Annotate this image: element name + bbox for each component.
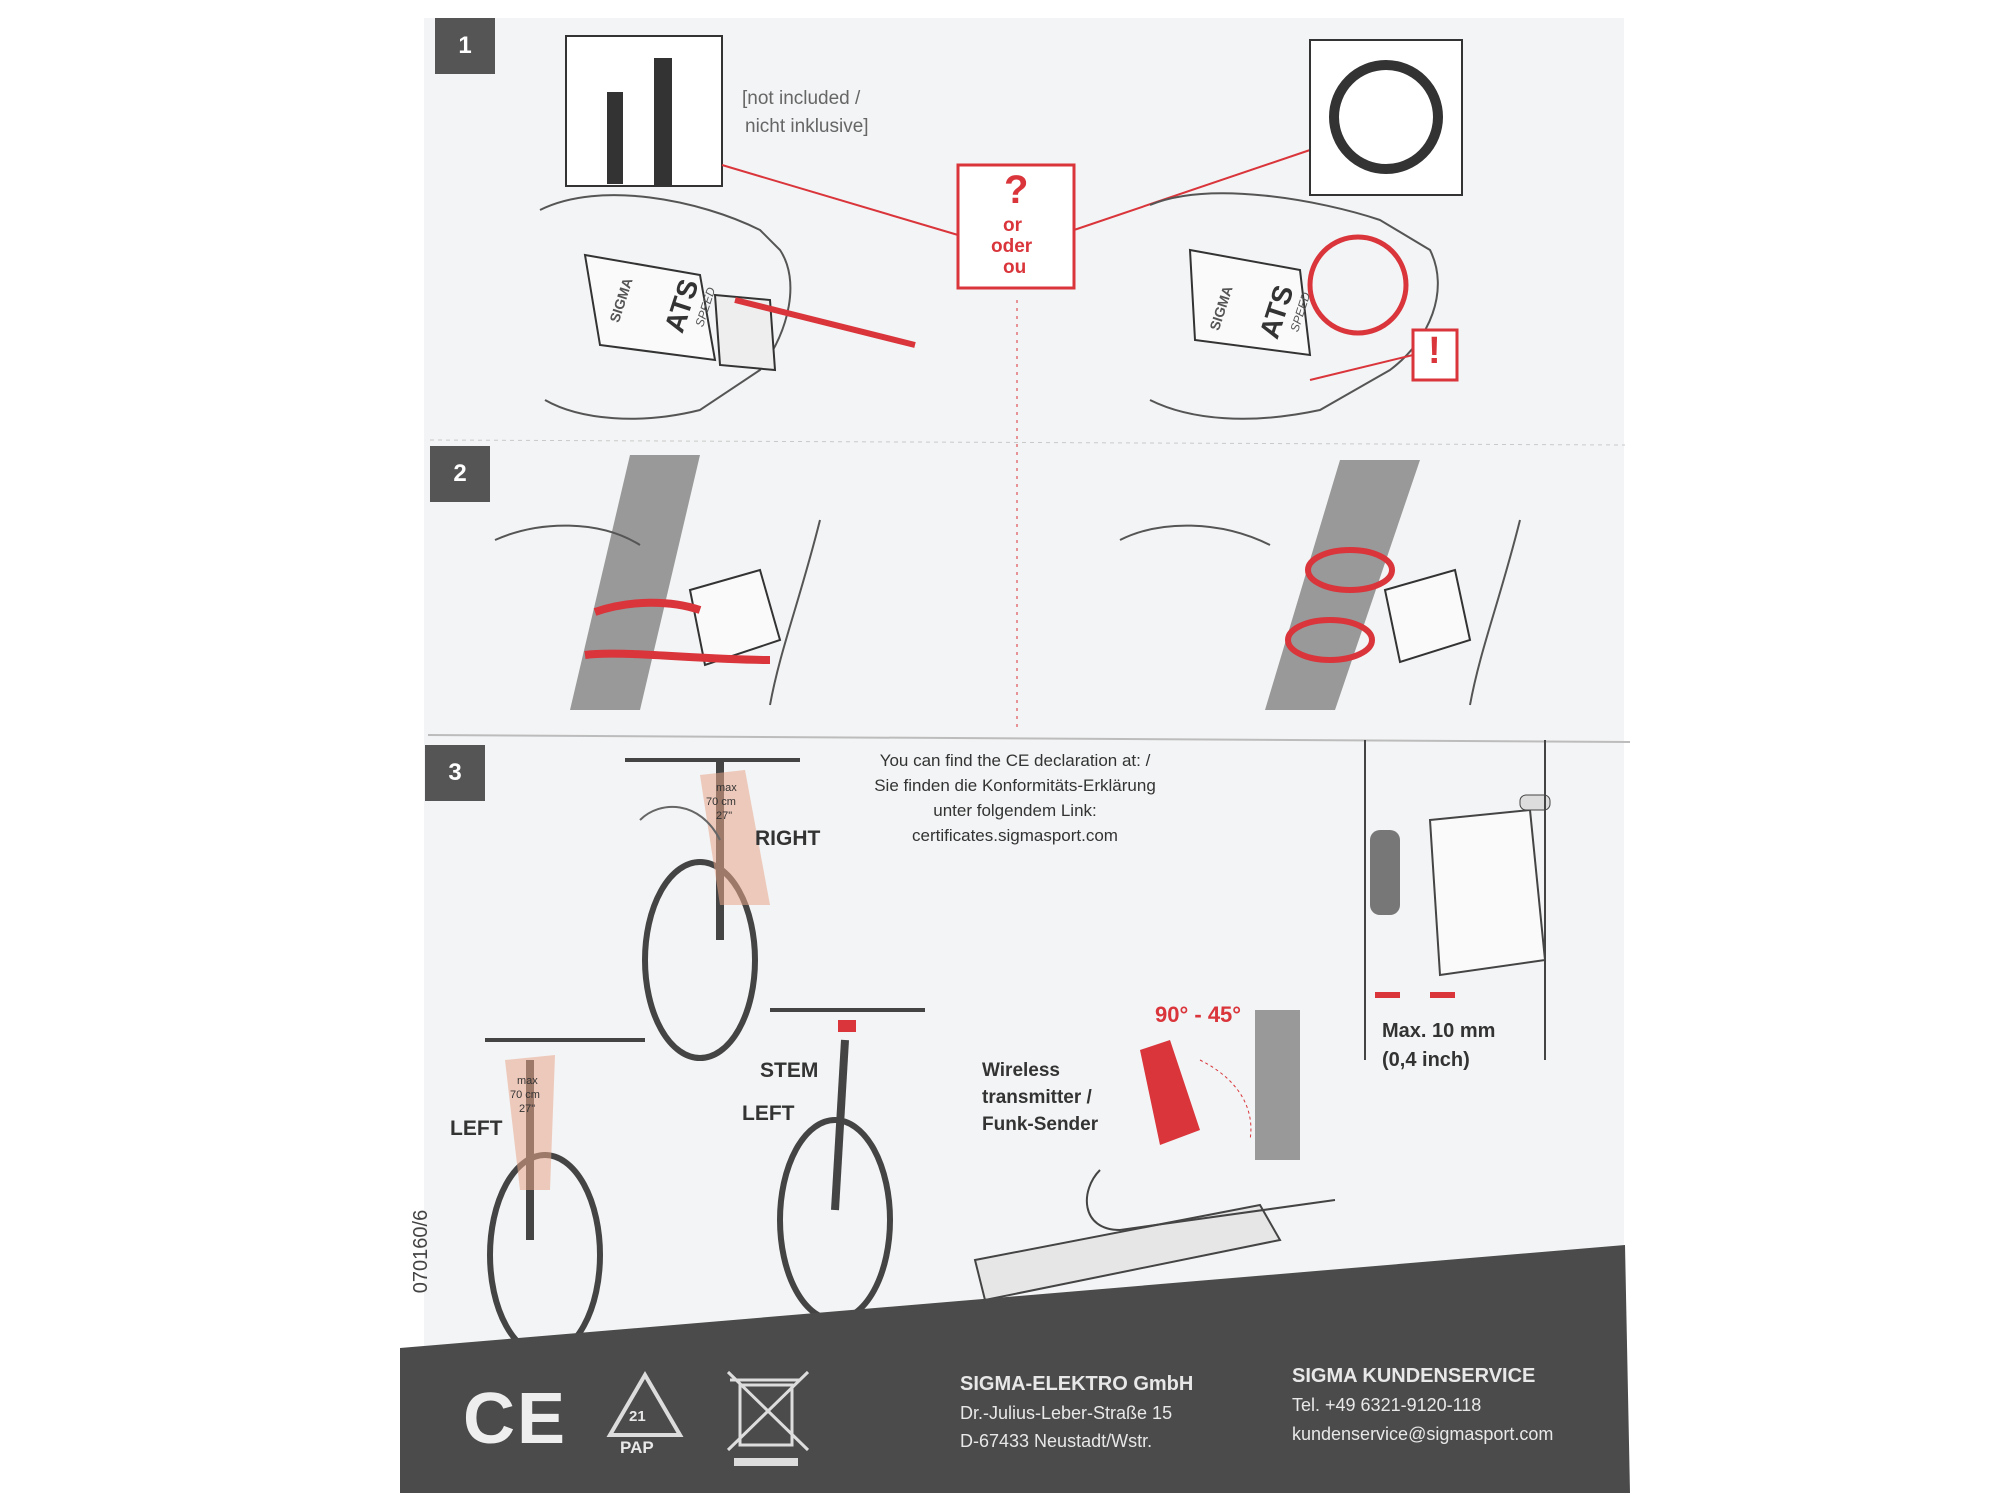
question-box xyxy=(956,163,1076,290)
bike-left-illustration xyxy=(485,1038,645,1358)
ou-label: ou xyxy=(1003,257,1027,278)
ce-declaration-link[interactable]: certificates.sigmasport.com xyxy=(912,826,1118,845)
right-label: RIGHT xyxy=(755,827,821,850)
left-label: LEFT xyxy=(450,1117,503,1140)
ce-mark: CE xyxy=(463,1379,568,1459)
not-included-note-de: nicht inklusive] xyxy=(745,116,869,137)
company-city: D-67433 Neustadt/Wstr. xyxy=(960,1431,1153,1451)
cable-tie-inset xyxy=(565,35,723,187)
angle-label: 90° - 45° xyxy=(1155,1002,1242,1027)
max-inch-left: 27" xyxy=(519,1103,536,1115)
wireless-label-1: Wireless xyxy=(982,1060,1060,1081)
bike-right-illustration xyxy=(625,758,800,1061)
warning-box xyxy=(1411,328,1459,382)
fork-tube-right xyxy=(1265,460,1420,710)
handlebar-detail xyxy=(973,1010,1336,1302)
max-cm-left: 70 cm xyxy=(510,1089,540,1101)
warning-mark: ! xyxy=(1428,330,1441,372)
max-label-left: max xyxy=(517,1075,538,1087)
sensor-illustration-left xyxy=(583,253,717,362)
wireless-label-3: Funk-Sender xyxy=(982,1114,1099,1135)
question-mark: ? xyxy=(1004,168,1029,212)
wireless-label-2: transmitter / xyxy=(982,1087,1092,1108)
o-ring-icon xyxy=(1329,60,1443,174)
max-cm-right: 70 cm xyxy=(706,796,736,808)
cable-tie-icon xyxy=(607,92,623,184)
sensor-mounted-right xyxy=(1383,568,1472,664)
document-code: 070160/6 xyxy=(410,1209,433,1294)
step-3-badge: 3 xyxy=(425,745,485,801)
footer-band xyxy=(400,1245,1630,1493)
company-street: Dr.-Julius-Leber-Straße 15 xyxy=(960,1403,1173,1423)
recycle-icon xyxy=(606,1371,684,1437)
max-distance-inch: (0,4 inch) xyxy=(1382,1049,1470,1071)
service-email[interactable]: kundenservice@sigmasport.com xyxy=(1292,1424,1554,1444)
sensor-illustration-right xyxy=(1188,248,1312,357)
fold-line-1 xyxy=(429,439,1626,446)
recycle-label: PAP xyxy=(620,1438,654,1457)
max-distance-label: Max. 10 mm xyxy=(1382,1020,1496,1042)
fold-line-2 xyxy=(427,734,1631,743)
cable-tie-icon-2 xyxy=(654,58,672,186)
company-name: SIGMA-ELEKTRO GmbH xyxy=(960,1373,1194,1395)
service-phone: Tel. +49 6321-9120-118 xyxy=(1292,1395,1482,1415)
weee-bin-icon xyxy=(726,1370,810,1466)
ce-declaration-line-2: Sie finden die Konformitäts-Erklärung xyxy=(874,776,1156,795)
fork-tube-left xyxy=(570,455,700,710)
sensor-mounted-left xyxy=(688,568,782,667)
bike-stem-illustration xyxy=(770,1008,925,1323)
max-label-right: max xyxy=(716,782,737,794)
step-2-badge: 2 xyxy=(430,446,490,502)
step-1-badge: 1 xyxy=(435,18,495,74)
not-included-note: [not included / xyxy=(742,88,861,109)
recycle-code: 21 xyxy=(629,1408,646,1425)
service-name: SIGMA KUNDENSERVICE xyxy=(1292,1365,1536,1387)
hand-outline-right xyxy=(1149,192,1439,420)
ce-declaration-line-1: You can find the CE declaration at: / xyxy=(879,751,1151,770)
stem-label: STEM xyxy=(760,1059,819,1082)
magnet-distance-detail xyxy=(1364,740,1551,1060)
ce-declaration-line-3: unter folgendem Link: xyxy=(933,801,1097,820)
hand-outline-left xyxy=(539,194,792,420)
oder-label: oder xyxy=(991,236,1033,257)
stem-left-label: LEFT xyxy=(742,1102,795,1125)
max-inch-right: 27" xyxy=(716,810,733,822)
or-label: or xyxy=(1003,215,1022,236)
